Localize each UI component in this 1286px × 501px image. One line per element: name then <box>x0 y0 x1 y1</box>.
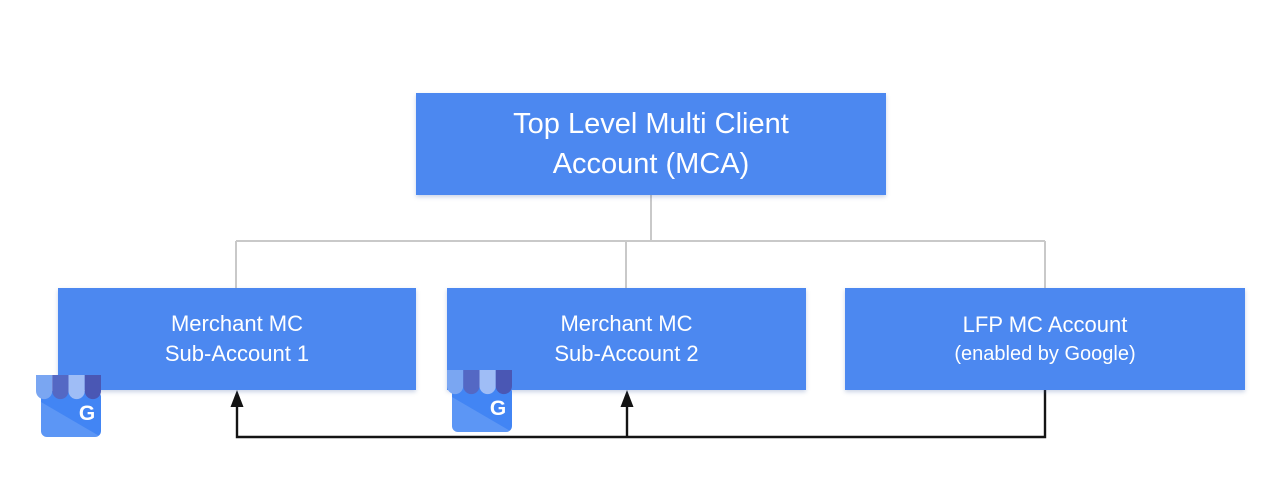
node-label-line1: Merchant MC <box>560 311 693 336</box>
lfp-feedback-arrows <box>235 390 1047 439</box>
arrowheads <box>230 390 634 407</box>
node-label-line2: Sub-Account 1 <box>164 341 310 366</box>
node-label-line1: LFP MC Account <box>962 311 1128 337</box>
google-g-letter: G <box>79 402 95 425</box>
store-awning <box>447 370 512 395</box>
node-label-line2: Account (MCA) <box>552 148 750 180</box>
google-g-letter: G <box>490 397 506 420</box>
node-label-line1: Merchant MC <box>170 311 304 336</box>
arrowhead-up-sub1 <box>230 390 244 407</box>
store-awning <box>36 375 101 400</box>
store-body-highlight <box>452 397 512 432</box>
arrowhead-up-sub2 <box>620 390 634 407</box>
store-body-highlight <box>41 402 101 437</box>
node-label-line1: Top Level Multi Client <box>513 108 789 140</box>
tree-connectors <box>235 195 1046 288</box>
store-body <box>452 386 512 432</box>
node-lfp-mc-account: LFP MC Account (enabled by Google) <box>845 288 1245 390</box>
store-body <box>41 391 101 437</box>
node-top-level-mca: Top Level Multi Client Account (MCA) <box>416 93 886 195</box>
google-business-icon: G <box>36 375 101 437</box>
node-merchant-sub-account-1: Merchant MC Sub-Account 1 <box>58 288 416 390</box>
google-business-icon: G <box>447 370 512 432</box>
node-label-line2: (enabled by Google) <box>954 342 1136 365</box>
node-label-line2: Sub-Account 2 <box>554 341 699 366</box>
